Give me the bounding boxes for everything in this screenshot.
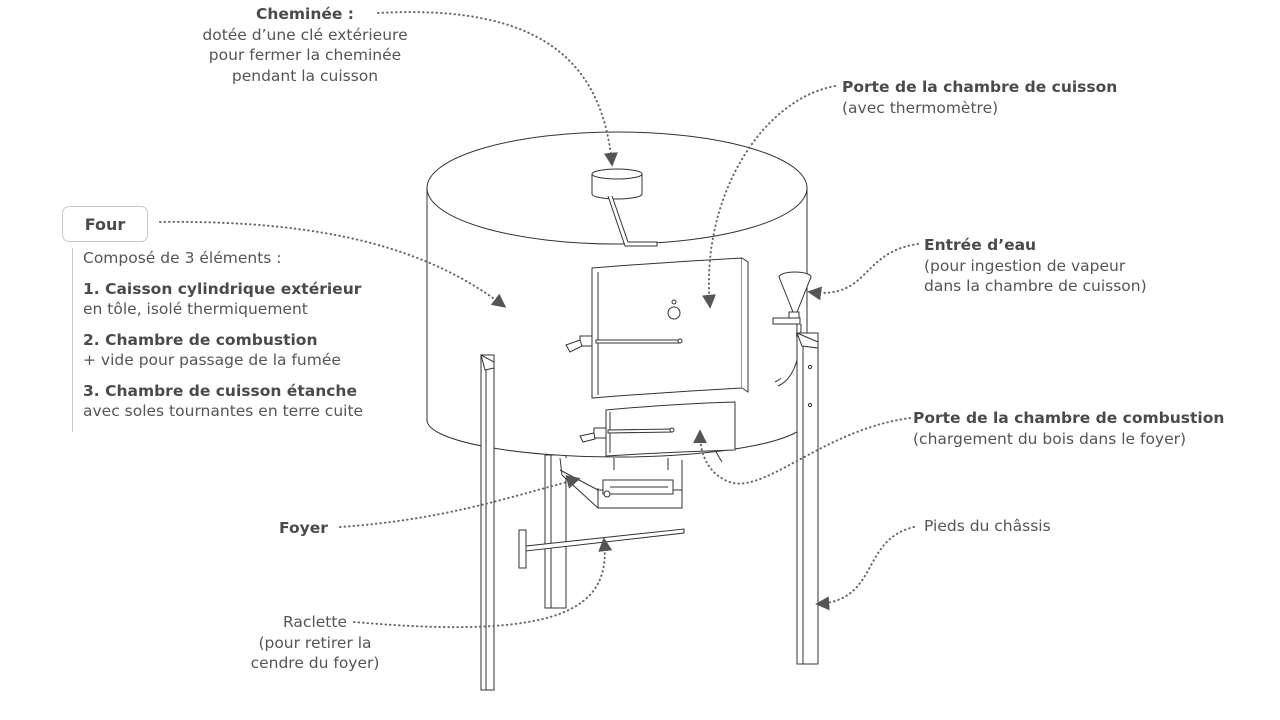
label-raclette-line: (pour retirer la	[258, 633, 372, 652]
raclette-tool	[518, 528, 685, 569]
label-porte-cuisson-title: Porte de la chambre de cuisson	[842, 78, 1118, 96]
label-four-description: Composé de 3 éléments : 1. Caisson cylin…	[72, 248, 383, 432]
label-raclette-line: cendre du foyer)	[250, 654, 380, 672]
label-entree-eau-title: Entrée d’eau	[924, 236, 1037, 254]
label-four-item-sub: avec soles tournantes en terre cuite	[83, 402, 364, 420]
label-four-item: 3. Chambre de cuisson étanche avec soles…	[83, 381, 383, 422]
label-foyer: Foyer	[279, 518, 328, 539]
leader-lines	[159, 11, 919, 629]
label-pieds-text: Pieds du châssis	[924, 517, 1051, 535]
label-porte-cuisson: Porte de la chambre de cuisson (avec the…	[842, 77, 1117, 118]
back-legs	[544, 454, 567, 609]
label-cheminee: Cheminée : dotée d’une clé extérieure po…	[180, 4, 430, 86]
label-four-item-sub: en tôle, isolé thermiquement	[83, 300, 308, 318]
label-cheminee-line: pour fermer la cheminée	[208, 46, 402, 64]
label-cheminee-line: pendant la cuisson	[231, 66, 379, 85]
label-porte-combustion: Porte de la chambre de combustion (charg…	[913, 408, 1224, 449]
label-porte-cuisson-sub: (avec thermomètre)	[842, 98, 999, 117]
label-entree-eau: Entrée d’eau (pour ingestion de vapeur d…	[924, 235, 1147, 297]
front-legs	[480, 332, 819, 691]
foyer-box	[559, 457, 683, 509]
water-funnel	[772, 271, 812, 387]
label-four-item: 1. Caisson cylindrique extérieur en tôle…	[83, 279, 383, 320]
label-four-intro: Composé de 3 éléments :	[83, 249, 282, 267]
label-four-item-title: 1. Caisson cylindrique extérieur	[83, 279, 362, 298]
label-porte-combustion-sub: (chargement du bois dans le foyer)	[913, 429, 1187, 448]
label-porte-combustion-title: Porte de la chambre de combustion	[913, 409, 1225, 427]
label-entree-eau-line: (pour ingestion de vapeur	[924, 256, 1126, 275]
label-four-title: Four	[84, 214, 126, 234]
label-four-item: 2. Chambre de combustion + vide pour pas…	[83, 330, 383, 371]
label-four-item-title: 2. Chambre de combustion	[83, 330, 318, 349]
label-cheminee-title: Cheminée :	[255, 5, 355, 23]
label-four-box: Four	[62, 206, 148, 242]
label-four-item-sub: + vide pour passage de la fumée	[83, 351, 341, 369]
label-raclette: Raclette (pour retirer la cendre du foye…	[235, 612, 395, 674]
chimney	[591, 168, 658, 247]
label-pieds: Pieds du châssis	[924, 516, 1051, 537]
label-cheminee-line: dotée d’une clé extérieure	[202, 25, 408, 44]
label-four-item-title: 3. Chambre de cuisson étanche	[83, 381, 357, 400]
label-foyer-title: Foyer	[279, 519, 328, 537]
label-entree-eau-line: dans la chambre de cuisson)	[924, 277, 1147, 295]
cooking-door	[565, 257, 749, 399]
label-raclette-line: Raclette	[283, 613, 347, 631]
